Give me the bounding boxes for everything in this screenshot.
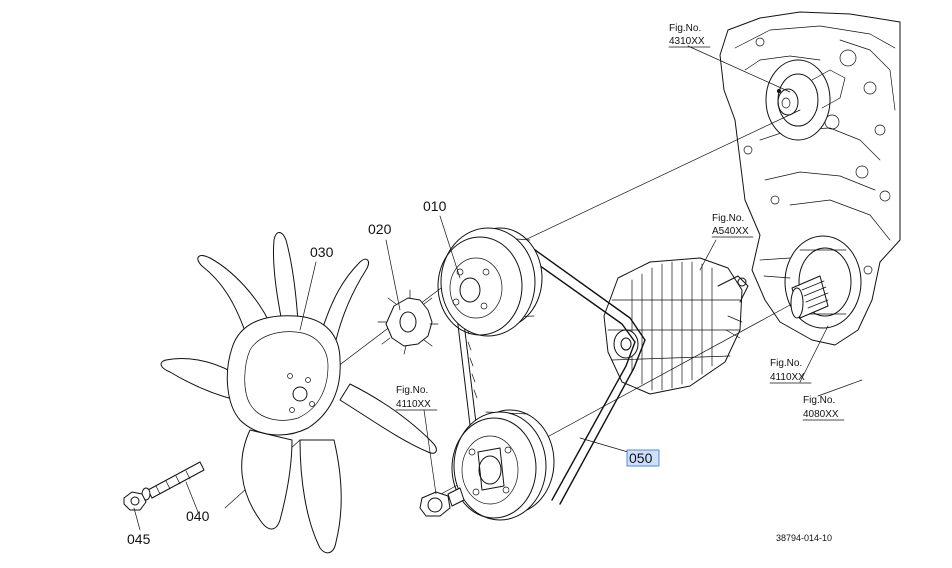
part-label-050-selected[interactable]: 050 — [626, 449, 660, 467]
svg-text:4310XX: 4310XX — [669, 36, 705, 47]
part-label-050[interactable]: 050 — [629, 450, 653, 466]
fig-ref-a540xx[interactable]: Fig.No. A540XX — [711, 213, 754, 238]
bolt-drawing — [141, 461, 205, 501]
svg-text:Fig.No.: Fig.No. — [712, 213, 744, 224]
nut-drawing — [123, 491, 147, 511]
svg-text:A540XX: A540XX — [712, 226, 749, 237]
fig-ref-4310xx[interactable]: Fig.No. 4310XX — [668, 23, 711, 48]
svg-text:4110XX: 4110XX — [396, 399, 431, 410]
fig-ref-4110xx-right[interactable]: Fig.No. 4110XX — [769, 358, 812, 384]
leader-lines — [133, 45, 863, 531]
svg-text:Fig.No.: Fig.No. — [803, 395, 835, 406]
spacer-drawing — [377, 289, 439, 355]
fan-drawing — [160, 232, 437, 554]
fan-pulley-drawing — [437, 227, 543, 337]
part-label-040[interactable]: 040 — [186, 508, 210, 524]
part-label-045[interactable]: 045 — [127, 531, 151, 547]
svg-text:4110XX: 4110XX — [770, 372, 805, 383]
part-labels: 010 020 030 040 045 050 — [127, 198, 660, 547]
svg-text:4080XX: 4080XX — [803, 409, 839, 420]
part-label-020[interactable]: 020 — [368, 221, 392, 237]
alternator-drawing — [603, 257, 749, 395]
svg-text:Fig.No.: Fig.No. — [770, 358, 802, 369]
part-label-010[interactable]: 010 — [423, 198, 447, 214]
drawing-code: 38794-014-10 — [776, 533, 832, 543]
fig-ref-4110xx-left[interactable]: Fig.No. 4110XX — [395, 385, 438, 411]
svg-text:Fig.No.: Fig.No. — [669, 23, 701, 34]
svg-text:Fig.No.: Fig.No. — [396, 385, 428, 396]
figure-references: Fig.No. 4310XX Fig.No. A540XX Fig.No. 41… — [395, 23, 845, 421]
fig-ref-4080xx[interactable]: Fig.No. 4080XX — [802, 395, 845, 421]
part-label-030[interactable]: 030 — [310, 244, 334, 260]
crank-pulley-drawing — [451, 409, 555, 521]
engine-block-drawing — [719, 11, 901, 346]
crank-bolt-drawing — [419, 487, 465, 517]
